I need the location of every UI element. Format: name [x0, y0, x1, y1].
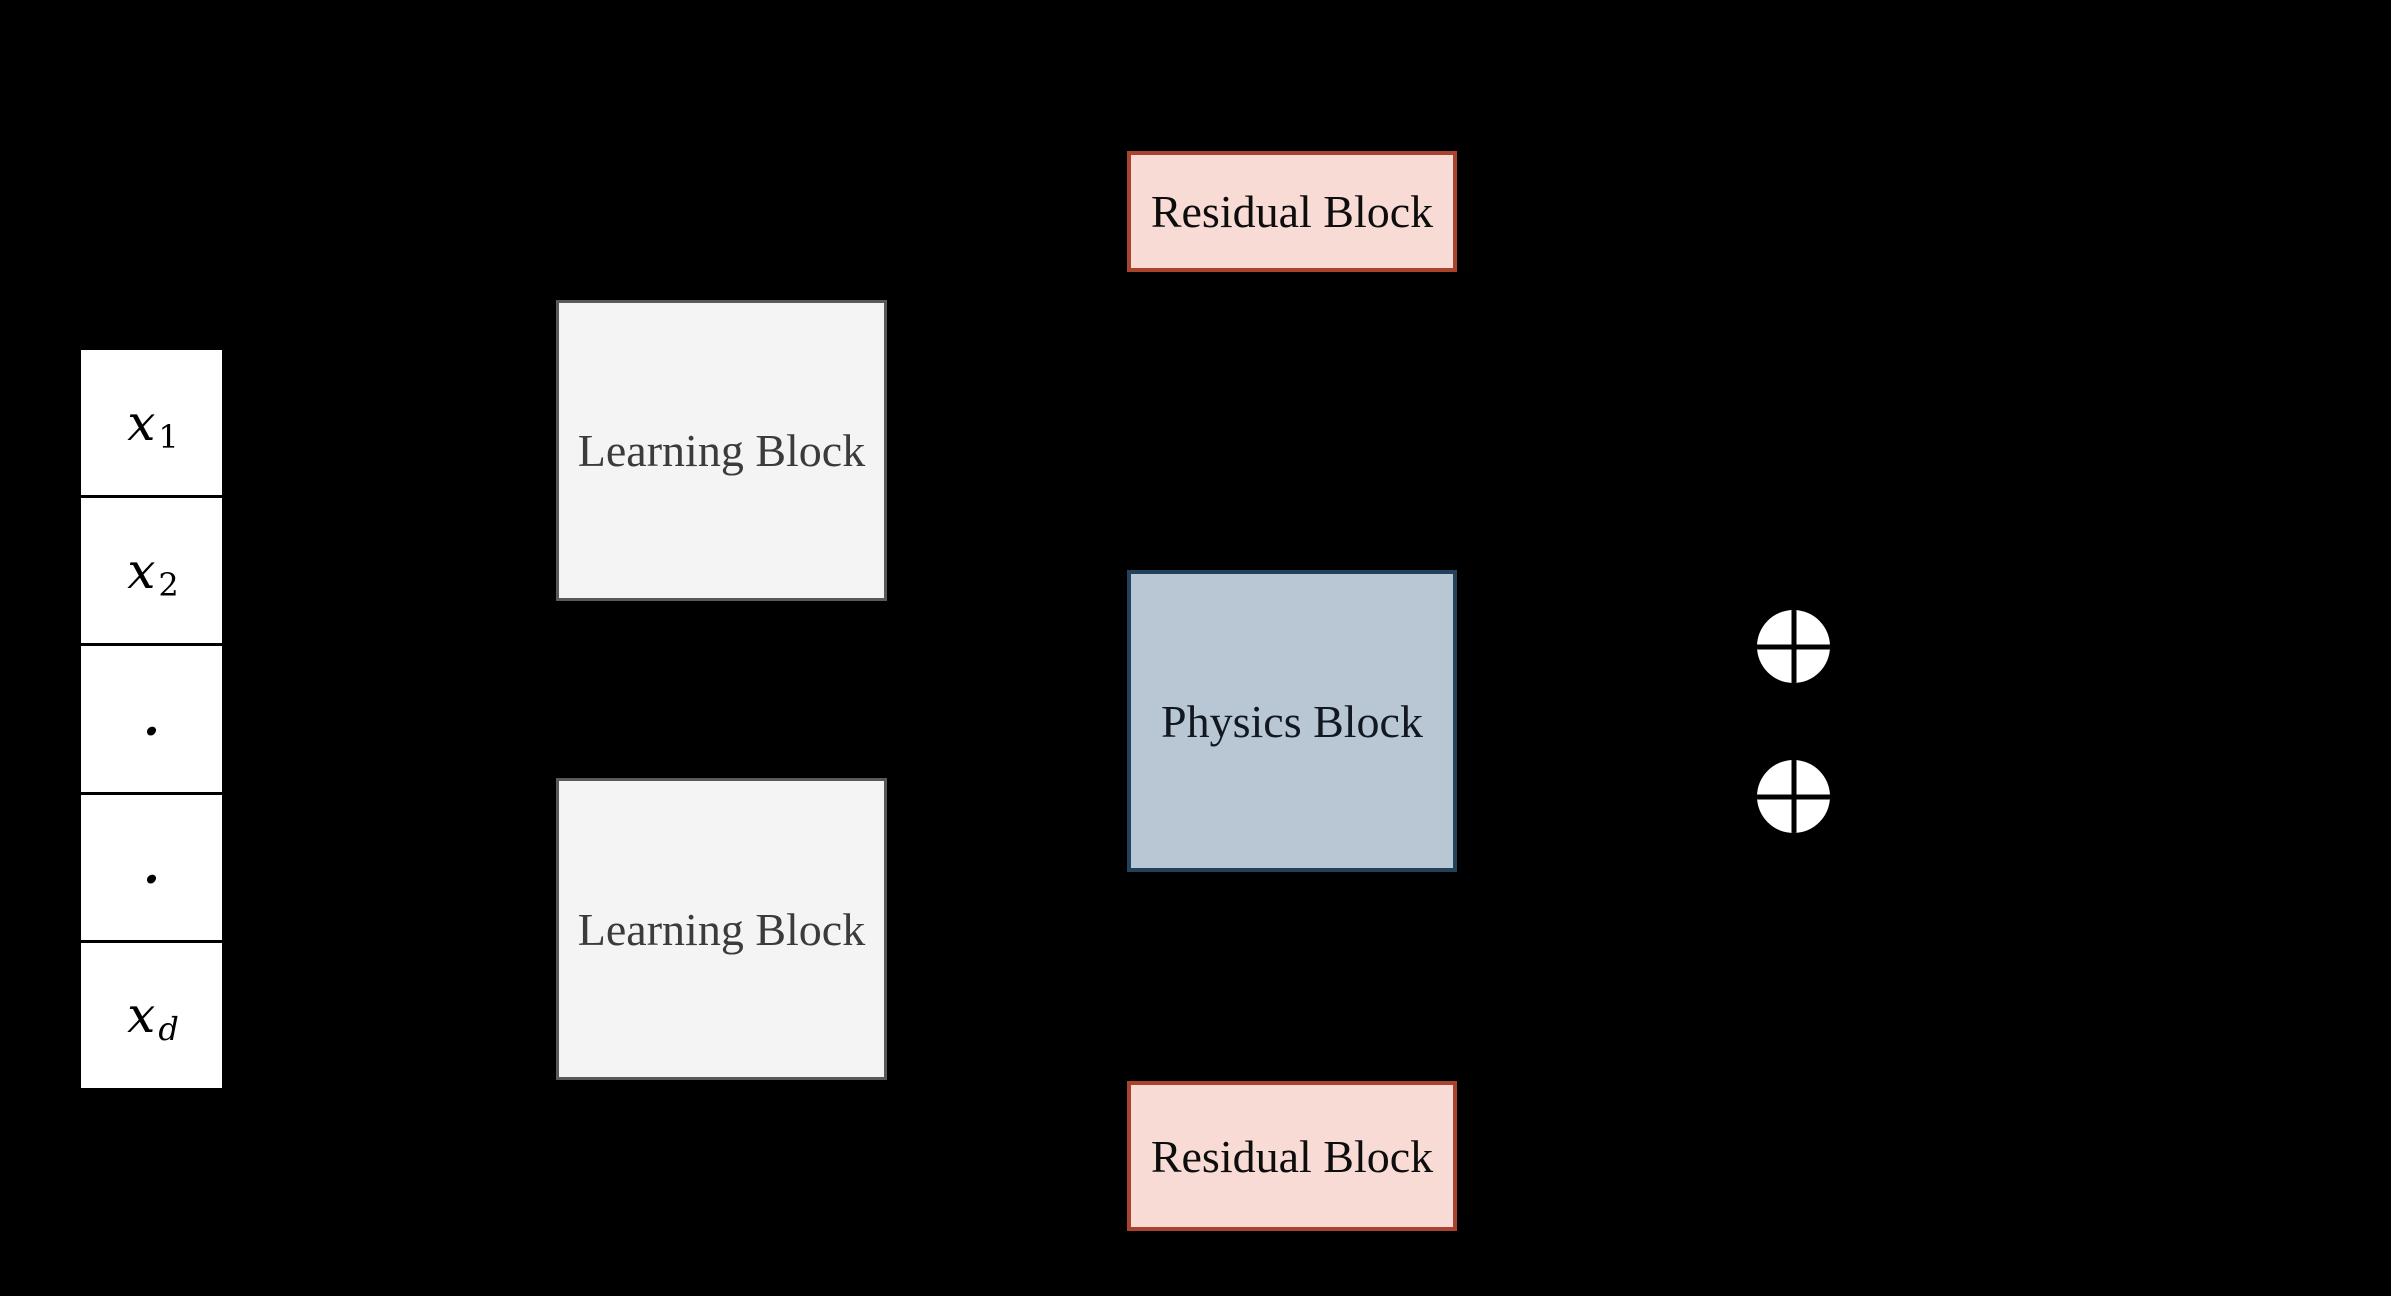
vector-cell-x2-label: x	[127, 541, 156, 600]
oplus-icon	[1757, 760, 1830, 833]
learning-block-top-label: Learning Block	[577, 425, 866, 476]
vector-cell-x1-label: x	[127, 393, 156, 452]
vector-cell-ellipsis-2: .	[81, 794, 222, 943]
residual-block-top: Residual Block	[1127, 151, 1457, 272]
physics-block-label: Physics Block	[1161, 695, 1423, 747]
oplus-horizontal-bar	[1757, 644, 1830, 649]
residual-block-bottom-label: Residual Block	[1150, 1130, 1434, 1182]
vector-cell-ellipsis-1: .	[81, 646, 222, 795]
vector-ellipsis-dot-2: .	[143, 839, 160, 896]
residual-block-top-label: Residual Block	[1150, 186, 1434, 237]
learning-block-bottom-label: Learning Block	[577, 903, 866, 955]
oplus-horizontal-bar	[1757, 794, 1830, 799]
learning-block-top: Learning Block	[556, 300, 887, 601]
physics-block: Physics Block	[1127, 570, 1457, 872]
residual-block-bottom: Residual Block	[1127, 1081, 1457, 1231]
vector-ellipsis-dot-1: .	[143, 691, 160, 747]
learning-block-bottom: Learning Block	[556, 778, 887, 1080]
vector-cell-xd-label: x	[127, 986, 156, 1045]
oplus-icon	[1757, 610, 1830, 683]
